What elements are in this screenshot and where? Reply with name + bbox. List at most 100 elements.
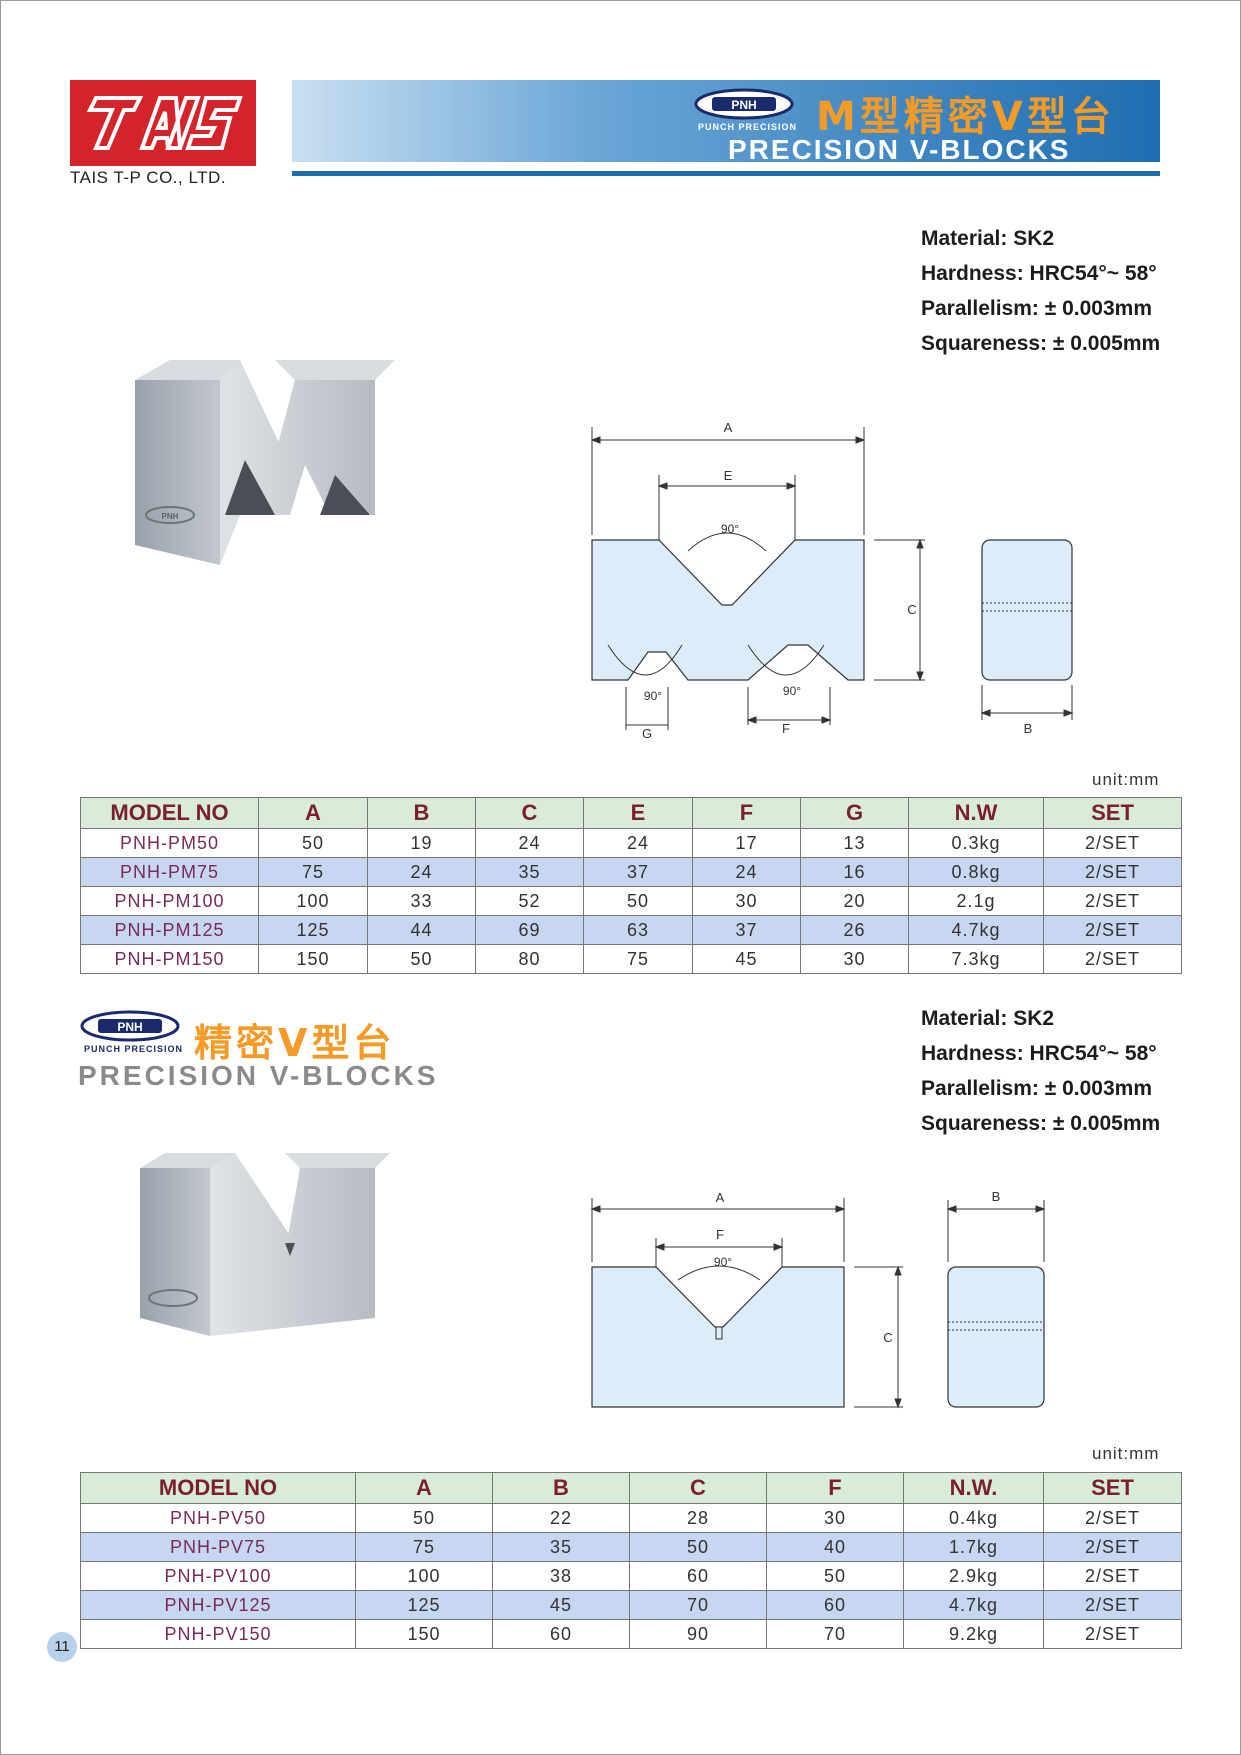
value-cell: 2.1g [908,886,1044,916]
column-header: C [475,797,584,829]
value-cell: 38 [492,1561,630,1591]
value-cell: 45 [692,944,801,974]
value-cell: 7.3kg [908,944,1044,974]
specs-section2: Material: SK2 Hardness: HRC54°~ 58° Para… [921,1001,1160,1141]
spec-squareness: Squareness: ± 0.005mm [921,1112,1161,1135]
value-cell: 52 [475,886,584,916]
pnh-logo-icon: PNH [694,88,794,120]
model-cell: PNH-PV75 [80,1532,356,1562]
pnh-logo-text: PNH [731,98,756,112]
value-cell: 2/SET [1043,857,1182,887]
logo-text: TAIS [142,128,144,131]
value-cell: 2.9kg [903,1561,1044,1591]
value-cell: 2/SET [1043,1590,1182,1620]
dim-a-label: A [724,420,733,435]
value-cell: 40 [766,1532,904,1562]
value-cell: 50 [355,1503,493,1533]
value-cell: 100 [355,1561,493,1591]
value-cell: 50 [258,828,368,858]
value-cell: 17 [692,828,801,858]
company-name: TAIS T-P CO., LTD. [70,168,227,187]
value-cell: 60 [492,1619,630,1649]
column-header: C [629,1472,767,1504]
column-header: B [492,1472,630,1504]
spec-material: Material: SK2 [921,1007,1055,1030]
value-cell: 45 [492,1590,630,1620]
tais-logo-graphic: TAIS [86,96,243,150]
angle-left-label: 90° [644,689,662,703]
value-cell: 19 [367,828,476,858]
value-cell: 37 [583,857,693,887]
model-cell: PNH-PM100 [80,886,259,916]
tais-logo: TAIS [70,80,256,166]
pnh-logo-icon: PNH [80,1010,180,1042]
value-cell: 75 [583,944,693,974]
model-cell: PNH-PM125 [80,915,259,945]
spec-squareness: Squareness: ± 0.005mm [921,332,1161,355]
value-cell: 24 [367,857,476,887]
value-cell: 125 [258,915,368,945]
value-cell: 0.8kg [908,857,1044,887]
model-cell: PNH-PM150 [80,944,259,974]
value-cell: 50 [583,886,693,916]
column-header: B [367,797,476,829]
pnh-badge-header: PNH [694,88,794,125]
dim-e-label: E [724,468,733,483]
page-number: 11 [47,1632,77,1662]
dim-a-label: A [716,1190,725,1205]
column-header: N.W. [903,1472,1044,1504]
section2-title-cn: 精密V型台 [194,1021,396,1065]
angle-label: 90° [714,1255,732,1269]
dim-b-label: B [992,1189,1001,1204]
value-cell: 28 [629,1503,767,1533]
value-cell: 13 [800,828,909,858]
value-cell: 16 [800,857,909,887]
dim-g-label: G [642,726,652,740]
spec-hardness: Hardness: HRC54°~ 58° [921,262,1157,285]
m-vblock-diagram: A E 90° C 90° 90° G F B [590,420,1074,740]
spec-parallelism: Parallelism: ± 0.003mm [921,1077,1153,1100]
value-cell: 24 [692,857,801,887]
value-cell: 24 [475,828,584,858]
column-header: N.W [908,797,1044,829]
spec-parallelism: Parallelism: ± 0.003mm [921,297,1153,320]
m-vblock-photo: PNH [135,360,395,565]
value-cell: 150 [355,1619,493,1649]
value-cell: 24 [583,828,693,858]
value-cell: 30 [800,944,909,974]
dim-b-label: B [1024,721,1033,736]
value-cell: 44 [367,915,476,945]
value-cell: 69 [475,915,584,945]
value-cell: 100 [258,886,368,916]
unit-label-2: unit:mm [1092,1444,1160,1463]
column-header: A [355,1472,493,1504]
brand-sub-header: PUNCH PRECISION [698,122,798,132]
column-header: F [692,797,801,829]
product-logo: PNH [162,512,179,521]
value-cell: 9.2kg [903,1619,1044,1649]
value-cell: 2/SET [1043,828,1182,858]
pnh-logo-text: PNH [117,1020,142,1034]
v-block-diagram: A F 90° C B [590,1189,1046,1409]
value-cell: 90 [629,1619,767,1649]
value-cell: 2/SET [1043,1561,1182,1591]
value-cell: 35 [475,857,584,887]
value-cell: 2/SET [1043,886,1182,916]
value-cell: 33 [367,886,476,916]
value-cell: 30 [766,1503,904,1533]
value-cell: 37 [692,915,801,945]
value-cell: 0.4kg [903,1503,1044,1533]
value-cell: 75 [258,857,368,887]
value-cell: 125 [355,1590,493,1620]
value-cell: 70 [629,1590,767,1620]
brand-sub-section2: PUNCH PRECISION [84,1044,184,1054]
value-cell: 60 [629,1561,767,1591]
dim-c-label: C [907,602,916,617]
value-cell: 50 [766,1561,904,1591]
model-cell: PNH-PV125 [80,1590,356,1620]
